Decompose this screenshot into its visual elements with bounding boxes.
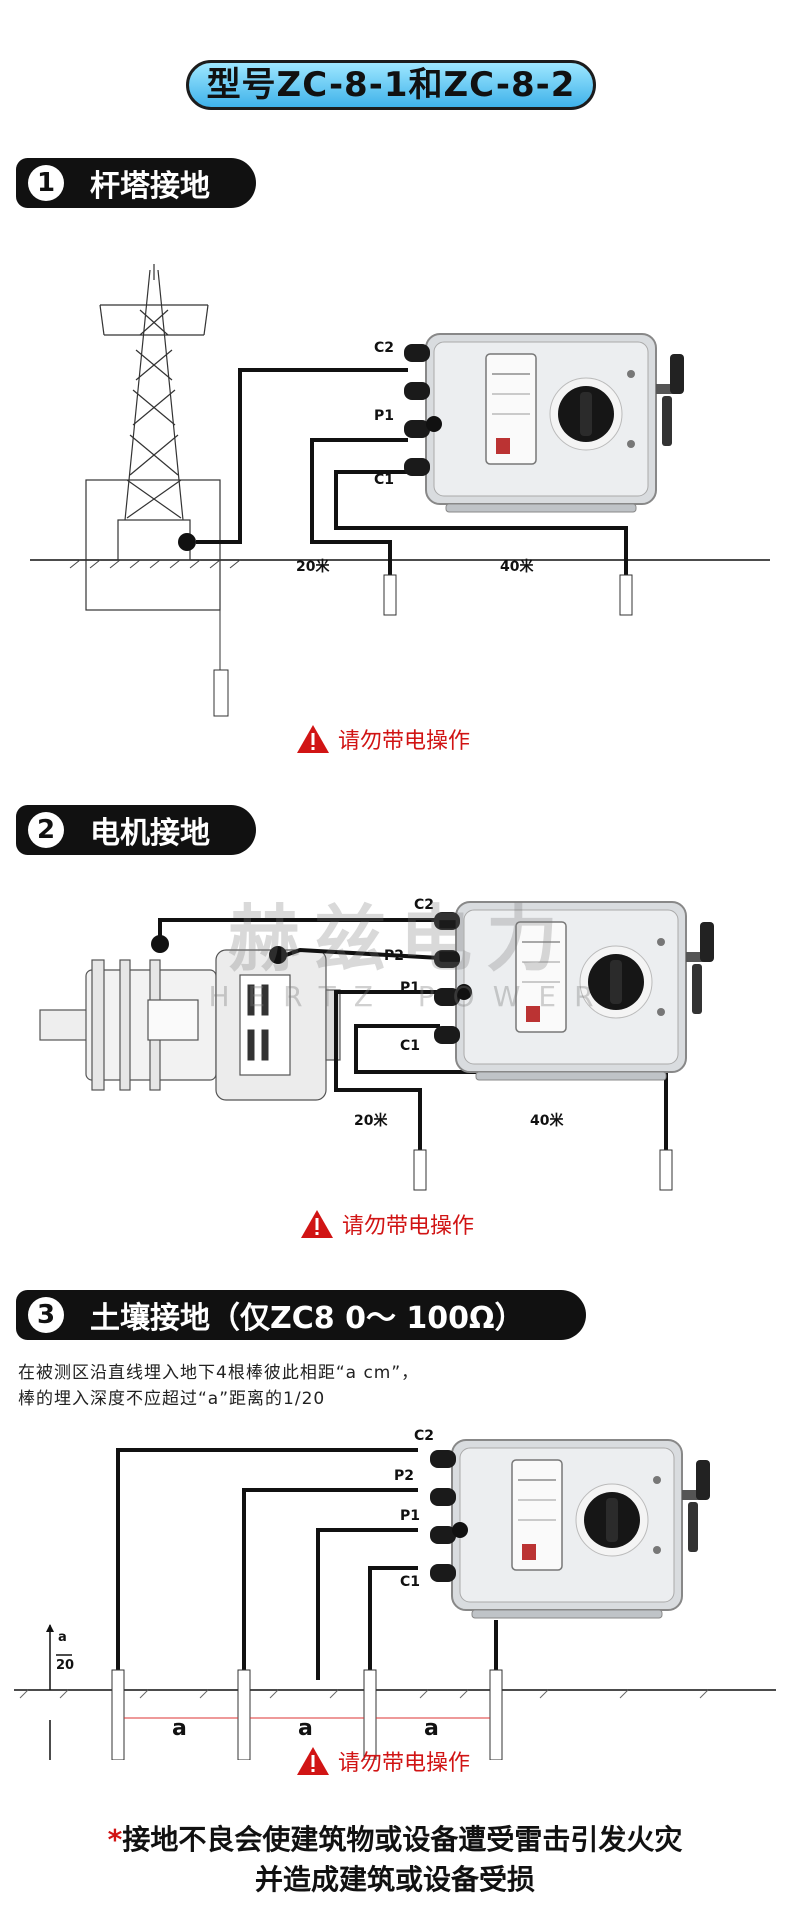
terminal-p2-label: P2 (384, 948, 405, 964)
section-title: 杆塔接地 (90, 169, 210, 204)
footer-asterisk: * (107, 1823, 123, 1856)
warning-icon (297, 1747, 329, 1775)
section-number: 3 (28, 1297, 64, 1333)
distance-40m: 40米 (530, 1113, 564, 1129)
footer-text: 接地不良会使建筑物或设备遭受雷击引发火灾 (122, 1823, 683, 1856)
soil-instruction-note: 在被测区沿直线埋入地下4根棒彼此相距“a cm”， 棒的埋入深度不应超过“a”距… (18, 1360, 419, 1412)
footer-line-1: *接地不良会使建筑物或设备遭受雷击引发火灾 (0, 1818, 790, 1858)
model-title: 型号ZC-8-1和ZC-8-2 (186, 60, 596, 110)
soil-grounding-diagram (14, 1439, 776, 1760)
terminal-p2-label: P2 (394, 1468, 415, 1484)
footer-line-2: 并造成建筑或设备受损 (254, 1863, 535, 1896)
terminal-p1-label: P1 (374, 408, 395, 424)
motor-grounding-diagram (39, 901, 715, 1191)
section-2-header: 2 电机接地 (16, 805, 256, 855)
watermark-cn: 赫兹电力 (227, 897, 572, 981)
tower-grounding-diagram (30, 264, 770, 717)
warning-icon (297, 725, 329, 753)
watermark-en: HERTZ POWER (208, 980, 612, 1013)
terminal-c1-label: C1 (374, 472, 395, 488)
warning-3: 请勿带电操作 (296, 1745, 470, 1777)
section-1-header: 1 杆塔接地 (16, 158, 256, 208)
section-3-header: 3 土壤接地（仅ZC8 0～ 100Ω） (16, 1290, 586, 1340)
note-line: 棒的埋入深度不应超过“a”距离的1/20 (18, 1389, 326, 1409)
distance-20m: 20米 (296, 559, 330, 575)
spacing-label: a (298, 1716, 313, 1741)
spacing-label: a (424, 1716, 439, 1741)
depth-fraction-denominator: 20 (56, 1658, 75, 1673)
terminal-c1-label: C1 (400, 1574, 421, 1590)
warning-text: 请勿带电操作 (338, 729, 471, 754)
section-number: 2 (28, 812, 64, 848)
terminal-p1-label: P1 (400, 980, 421, 996)
terminal-c2-label: C2 (414, 897, 435, 913)
terminal-p1-label: P1 (400, 1508, 421, 1524)
section-title: 土壤接地（仅ZC8 0～ 100Ω） (90, 1301, 525, 1336)
terminal-c2-label: C2 (414, 1428, 435, 1444)
terminal-c2-label: C2 (374, 340, 395, 356)
depth-fraction-numerator: a (58, 1630, 67, 1645)
warning-2: 请勿带电操作 (300, 1208, 474, 1240)
section-title: 电机接地 (90, 816, 210, 851)
warning-text: 请勿带电操作 (338, 1751, 471, 1776)
warning-text: 请勿带电操作 (342, 1214, 475, 1239)
warning-icon (301, 1210, 333, 1238)
spacing-label: a (172, 1716, 187, 1741)
terminal-c1-label: C1 (400, 1038, 421, 1054)
section-number: 1 (28, 165, 64, 201)
note-line: 在被测区沿直线埋入地下4根棒彼此相距“a cm”， (18, 1363, 420, 1383)
distance-20m: 20米 (354, 1113, 388, 1129)
distance-40m: 40米 (500, 559, 534, 575)
warning-1: 请勿带电操作 (296, 723, 470, 755)
